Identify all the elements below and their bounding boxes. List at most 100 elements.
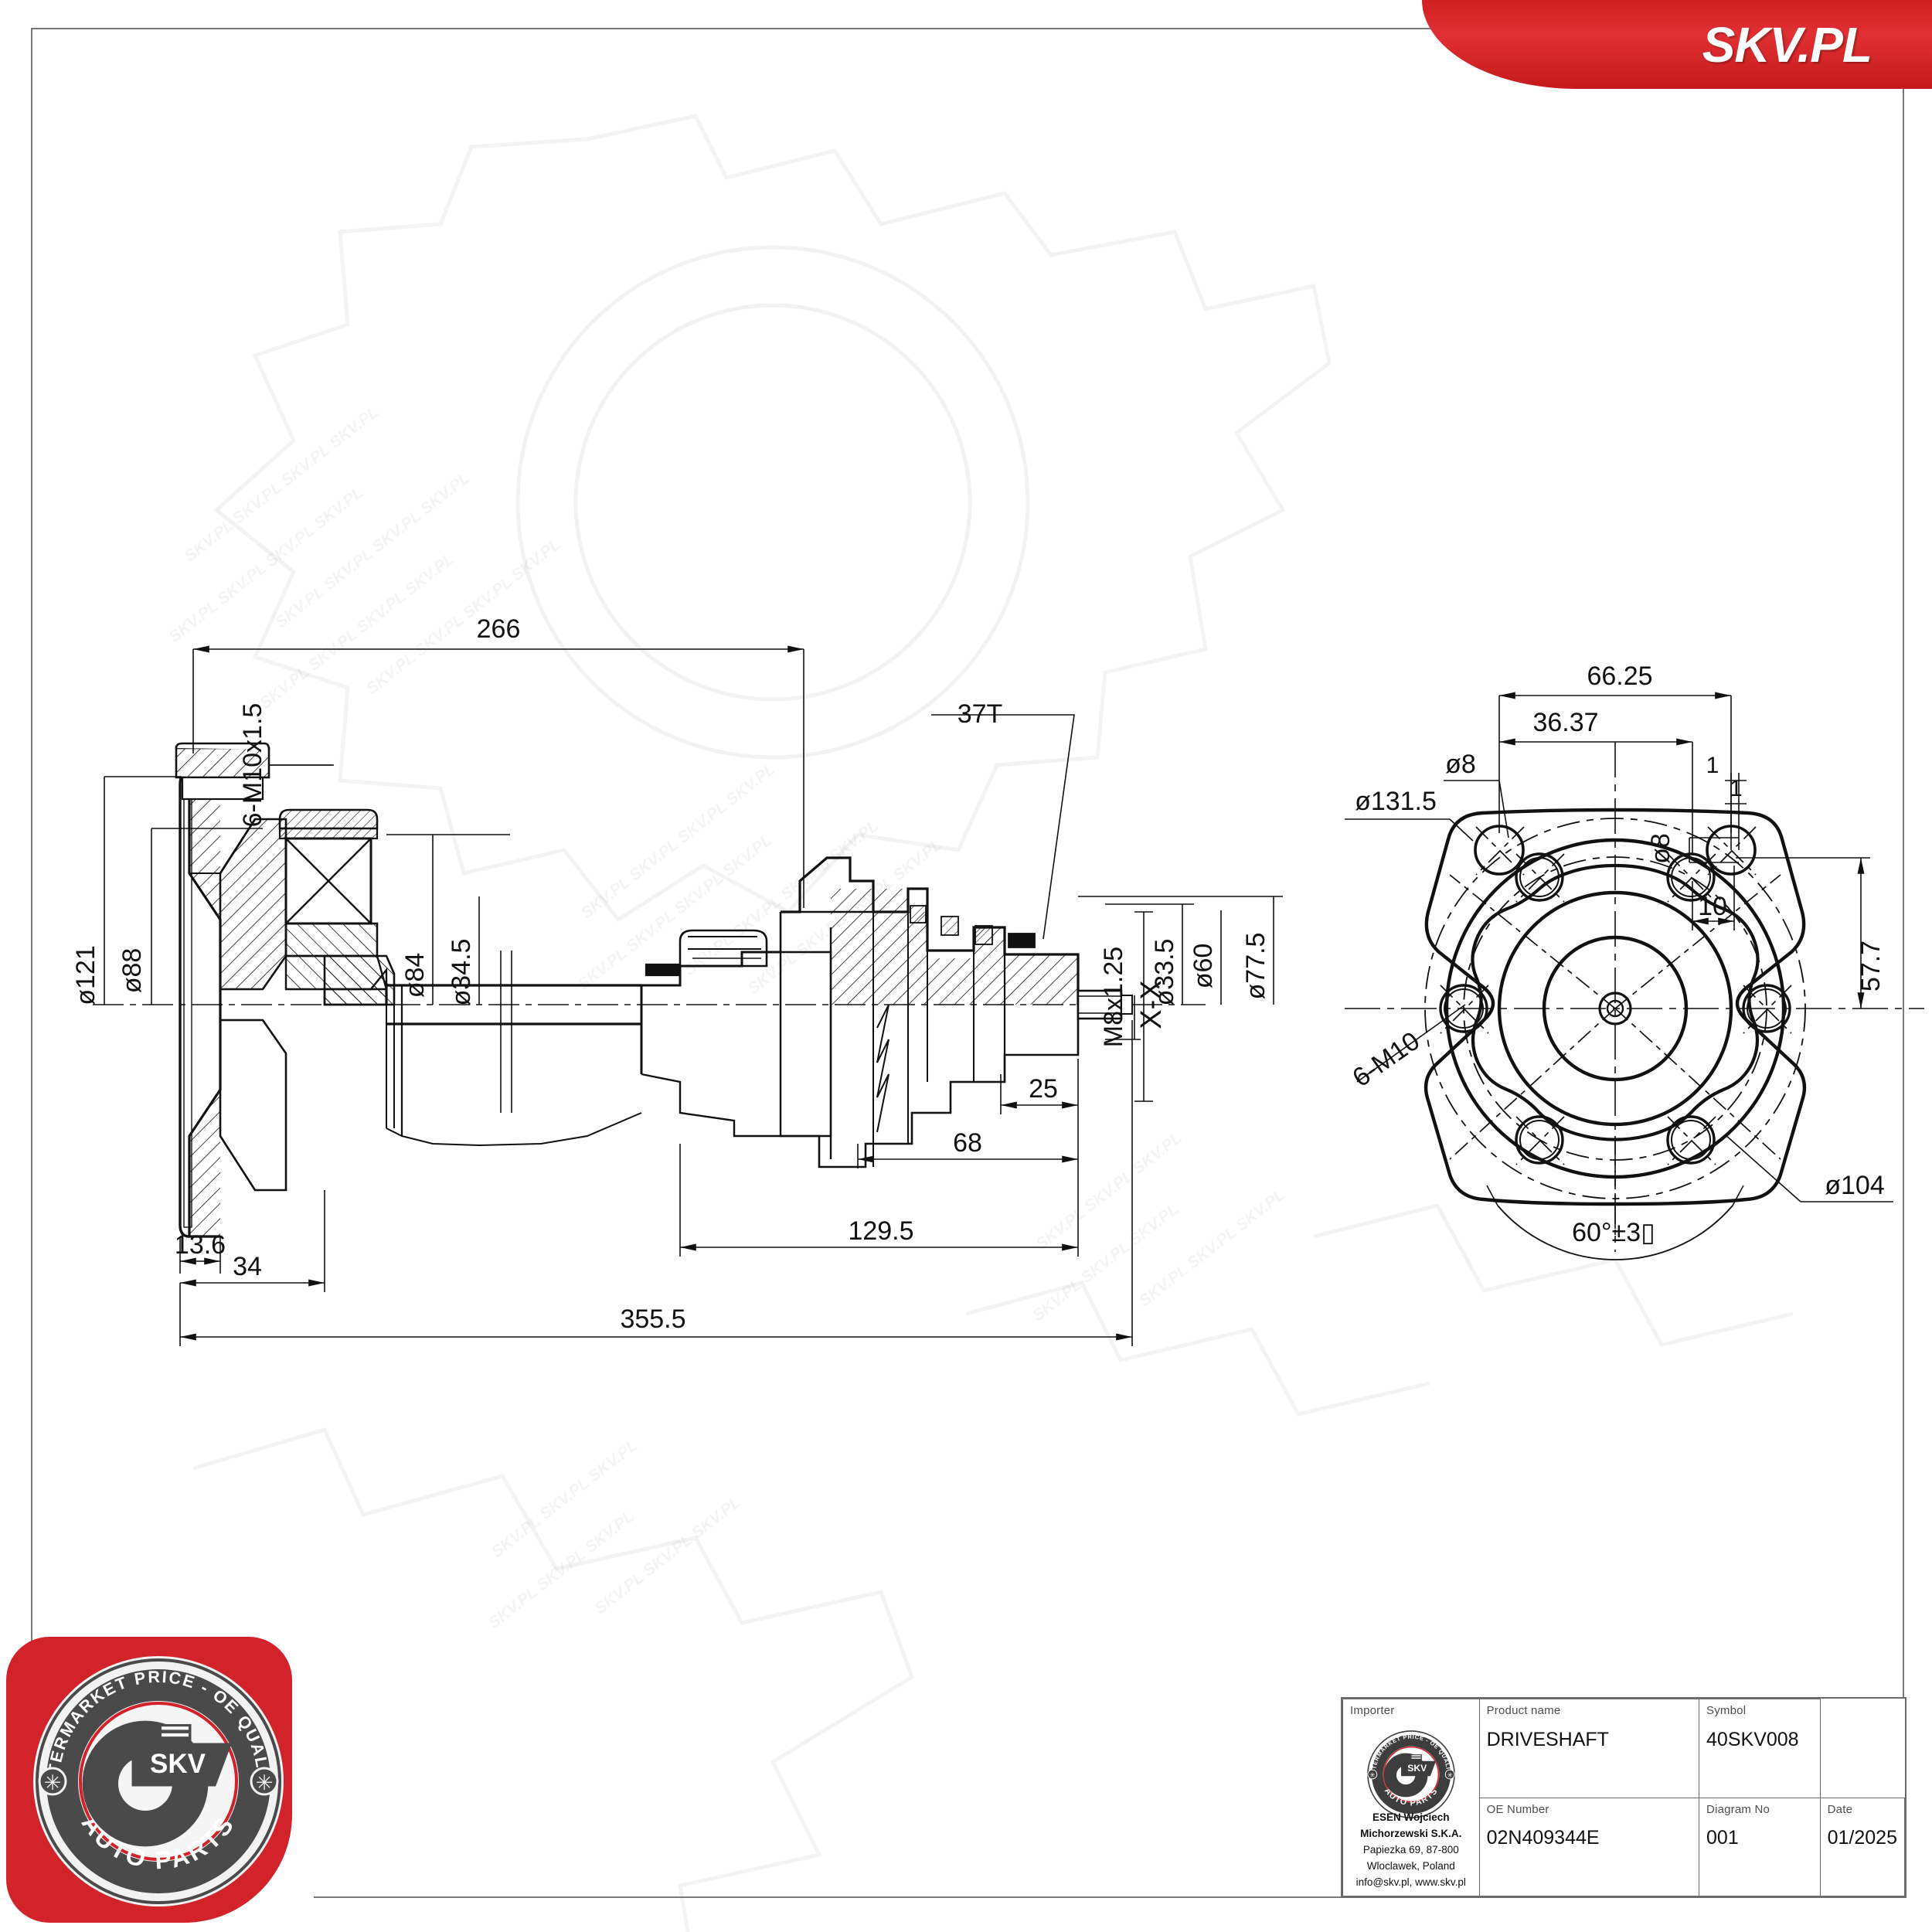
product-name-label: Product name xyxy=(1486,1704,1561,1717)
bolt-hole xyxy=(1666,1115,1716,1165)
dim-o8-left: ø8 xyxy=(1445,750,1476,779)
flange-circle-inner xyxy=(1542,935,1689,1082)
svg-text:SKV.PL SKV.PL SKV.PL SKV.PL: SKV.PL SKV.PL SKV.PL SKV.PL xyxy=(363,536,564,698)
product-name-value: DRIVESHAFT xyxy=(1486,1728,1609,1750)
hole-centerlines xyxy=(1440,826,1792,1165)
dim-o84: ø84 xyxy=(400,953,430,998)
side-view-dimension-lines xyxy=(104,645,1283,1346)
dim-1295: 129.5 xyxy=(848,1216,913,1246)
bolt-hole xyxy=(1439,984,1488,1033)
badge-asterisk-icon: ✳ ✳ xyxy=(38,1767,279,1796)
dim-10: 10 xyxy=(1698,892,1727,921)
svg-text:✳: ✳ xyxy=(1447,1772,1452,1780)
bolt-hole xyxy=(1515,1115,1564,1165)
svg-text:SKV.PL SKV.PL SKV.PL: SKV.PL SKV.PL SKV.PL xyxy=(1136,1185,1289,1310)
dim-60deg: 60°±3▯ xyxy=(1572,1218,1655,1247)
svg-text:✳: ✳ xyxy=(44,1771,62,1795)
dim-266: 266 xyxy=(477,614,521,644)
dim-o775: ø77.5 xyxy=(1241,933,1270,1000)
svg-text:SKV.PL SKV.PL SKV.PL SKV.PL: SKV.PL SKV.PL SKV.PL SKV.PL xyxy=(257,550,457,713)
dim-3555: 355.5 xyxy=(620,1304,685,1334)
aftermarket-quality-badge: AFTERMARKET PRICE - OE QUALITY AUTO PART… xyxy=(6,1637,315,1932)
seal-ring-thin xyxy=(36,1658,281,1904)
svg-text:✳: ✳ xyxy=(1369,1772,1375,1780)
symbol-value: 40SKV008 xyxy=(1706,1728,1799,1750)
dim-6-m10x15: 6-M10x1.5 xyxy=(238,703,267,828)
skv-pl-banner: SKV.PL xyxy=(1422,0,1932,89)
seal-accent-ring xyxy=(79,1702,238,1861)
skv-gear-icon: SKV xyxy=(82,1720,232,1847)
title-block-importer-cell: Importer AFTERMARKET PRICE - OE QUALITY xyxy=(1342,1699,1480,1896)
skv-pl-banner-text: SKV.PL xyxy=(1702,16,1872,73)
flange-centerlines xyxy=(1345,742,1924,1252)
bolt-hole-group xyxy=(1439,852,1791,1165)
dim-o104: ø104 xyxy=(1825,1171,1885,1200)
outer-joint-body xyxy=(781,856,1080,1168)
flange-front-view: 66.25 36.37 1 1 ø131.5 ø8 ø8 10 57.7 6-M… xyxy=(1345,662,1924,1260)
flange-outline xyxy=(1423,808,1807,1206)
badge-seal-graphic: AFTERMARKET PRICE - OE QUALITY AUTO PART… xyxy=(31,1654,284,1906)
date-value: 01/2025 xyxy=(1827,1827,1897,1849)
wheel-stud-boss xyxy=(175,742,332,801)
importer-name: ESEN Wojciech Michorzewski S.K.A. xyxy=(1360,1811,1462,1840)
svg-text:✳: ✳ xyxy=(256,1771,274,1795)
importer-address: Papiezka 69, 87-800 Wloclawek, Poland xyxy=(1362,1844,1459,1872)
dim-o88: ø88 xyxy=(117,948,147,994)
dim-25: 25 xyxy=(1029,1074,1058,1104)
diagram-no-value: 001 xyxy=(1706,1827,1739,1849)
oe-number-label: OE Number xyxy=(1486,1802,1549,1816)
hub-web xyxy=(219,818,287,1192)
bolt-hole xyxy=(1666,852,1716,902)
svg-text:SKV.PL SKV.PL SKV.PL: SKV.PL SKV.PL SKV.PL xyxy=(1029,1200,1182,1325)
svg-text:SKV.PL SKV.PL SKV.PL: SKV.PL SKV.PL SKV.PL xyxy=(1032,1129,1185,1253)
date-label: Date xyxy=(1827,1802,1853,1816)
dim-o8-right: ø8 xyxy=(1646,833,1675,864)
dim-o345: ø34.5 xyxy=(447,939,476,1006)
threaded-stub-end xyxy=(1077,989,1133,1020)
title-block-diagram-no-cell: Diagram No 001 xyxy=(1699,1797,1821,1896)
watermark-layer xyxy=(192,114,1794,1932)
frame-bottom-line xyxy=(314,1896,1904,1898)
bolt-hole xyxy=(1742,984,1791,1033)
flange-hub-hole-in xyxy=(1606,999,1624,1018)
title-block: Importer AFTERMARKET PRICE - OE QUALITY xyxy=(1341,1697,1906,1898)
dim-xx: X-X xyxy=(1135,980,1168,1029)
dim-o121: ø121 xyxy=(71,945,100,1005)
dim-577: 57.7 xyxy=(1856,940,1886,992)
dim-37t: 37T xyxy=(957,699,1003,729)
frame-right-line xyxy=(1903,83,1904,1697)
dim-6-m10: 6-M10 xyxy=(1347,1026,1425,1093)
flange-circle-mid xyxy=(1497,890,1733,1127)
dim-1a: 1 xyxy=(1706,753,1719,778)
importer-address-block: ESEN Wojciech Michorzewski S.K.A. Papiez… xyxy=(1343,1810,1479,1891)
shaft-barrel xyxy=(385,951,643,1147)
svg-text:SKV.PL SKV.PL SKV.PL SKV.PL: SKV.PL SKV.PL SKV.PL SKV.PL xyxy=(165,484,366,646)
flange-dimension-lines xyxy=(1345,692,1893,1260)
importer-label: Importer xyxy=(1350,1704,1395,1717)
hub-collar xyxy=(323,954,396,1006)
dim-136: 13.6 xyxy=(175,1230,226,1260)
dim-o335: ø33.5 xyxy=(1150,939,1179,1006)
dim-o60: ø60 xyxy=(1189,944,1218,989)
dim-o1315: ø131.5 xyxy=(1355,787,1437,816)
title-block-date-cell: Date 01/2025 xyxy=(1819,1797,1906,1896)
dim-6625: 66.25 xyxy=(1587,662,1652,691)
title-block-symbol-cell: Symbol 40SKV008 xyxy=(1699,1699,1821,1798)
title-block-product-name-cell: Product name DRIVESHAFT xyxy=(1478,1699,1700,1798)
symbol-label: Symbol xyxy=(1706,1704,1747,1717)
frame-top-line xyxy=(31,28,1503,29)
dim-3637: 36.37 xyxy=(1532,708,1598,737)
svg-text:SKV.PL SKV.PL SKV.PL: SKV.PL SKV.PL SKV.PL xyxy=(485,1508,638,1632)
title-block-oe-number-cell: OE Number 02N409344E xyxy=(1478,1797,1700,1896)
diagram-no-label: Diagram No xyxy=(1706,1802,1770,1816)
importer-contact: info@skv.pl, www.skv.pl xyxy=(1355,1876,1466,1889)
badge-center-text: SKV xyxy=(150,1749,206,1779)
dim-34: 34 xyxy=(233,1252,262,1281)
dim-68: 68 xyxy=(953,1128,982,1158)
bolt-hole xyxy=(1515,852,1564,902)
svg-text:SKV.PL SKV.PL SKV.PL: SKV.PL SKV.PL SKV.PL xyxy=(488,1437,641,1561)
svg-text:SKV: SKV xyxy=(1407,1763,1427,1774)
driveshaft-side-section-view: 266 6-M10x1.5 ø121 ø88 ø84 ø34.5 13.6 34… xyxy=(71,614,1283,1346)
